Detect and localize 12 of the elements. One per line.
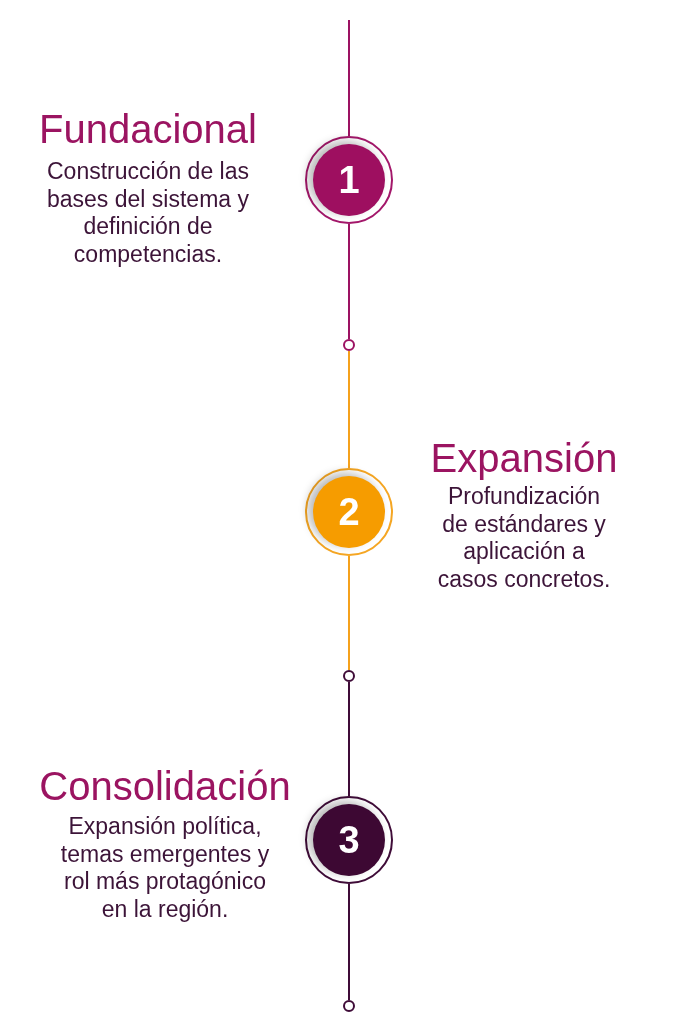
- timeline-line: [348, 19, 350, 137]
- timeline-line: [348, 555, 350, 671]
- stage-heading: Consolidación: [39, 766, 291, 806]
- stage-heading: Expansión: [430, 438, 618, 478]
- timeline-line: [348, 883, 350, 1001]
- stage-description: Profundización de estándares y aplicación a casos concretos.: [436, 483, 612, 593]
- stage-description: Expansión política, temas emergentes y rol más protagónico en la región.: [59, 813, 271, 923]
- timeline-line: [348, 223, 350, 340]
- timeline-line: [348, 681, 350, 797]
- stage-description: Construcción de las bases del sistema y definición de competencias.: [46, 158, 250, 268]
- timeline-line: [348, 350, 350, 469]
- stage-heading: Fundacional: [39, 109, 257, 149]
